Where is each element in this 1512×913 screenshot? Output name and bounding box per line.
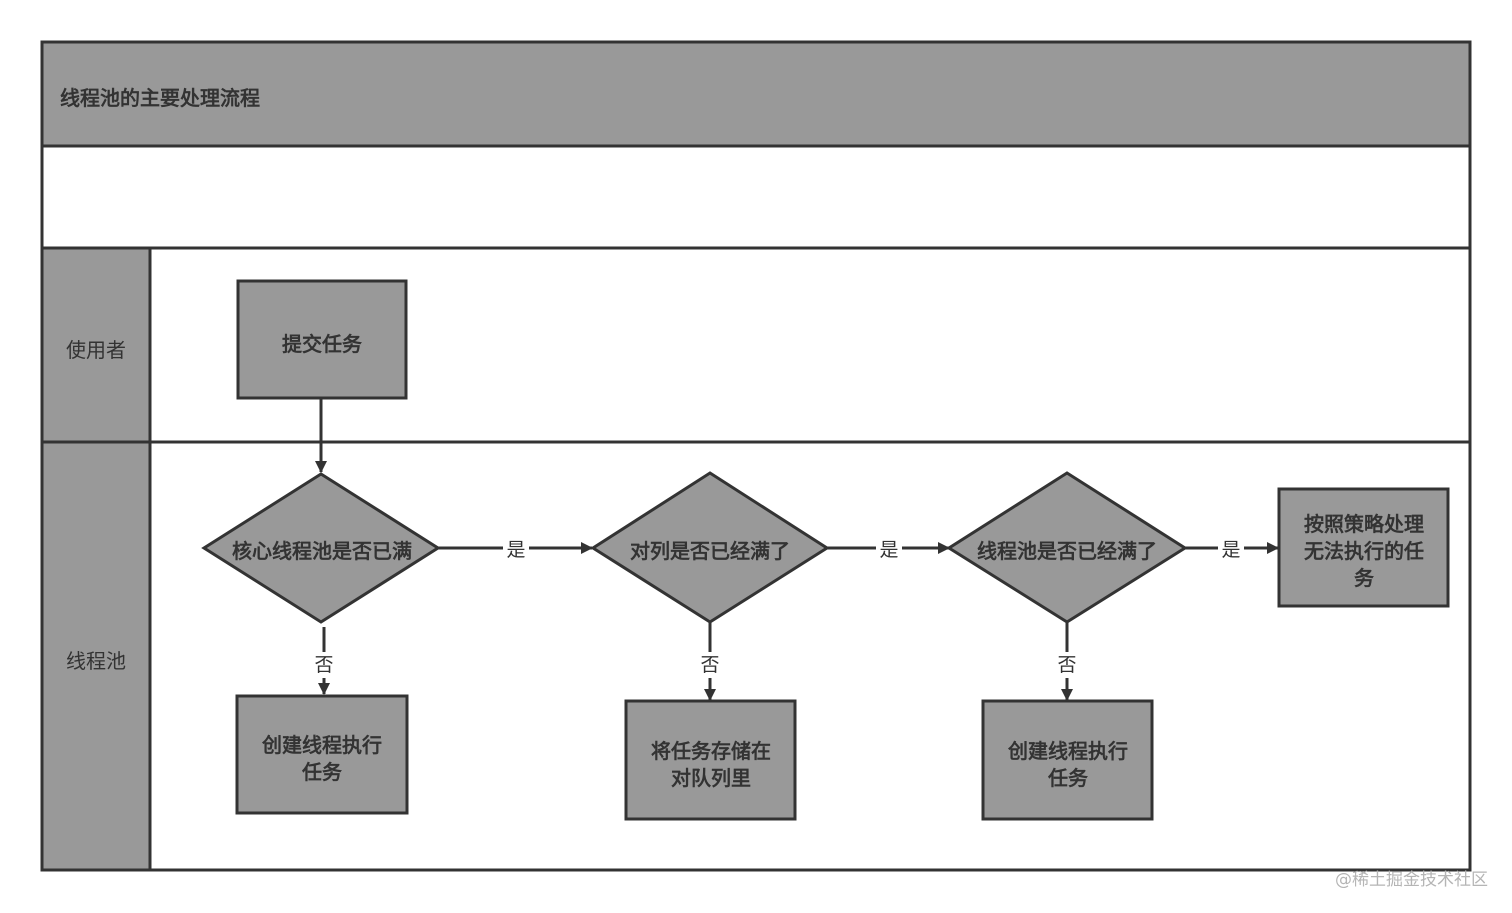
edge-label-bg-pool-yes: [1218, 536, 1244, 562]
edge-label-bg-core-yes: [503, 536, 529, 562]
node-pool-full-shape: [946, 471, 1188, 624]
node-store-queue: 将任务存储在 对队列里: [624, 699, 797, 821]
edge-label-bg-pool-no: [1055, 652, 1080, 678]
node-create-thread-line-1: 创建线程执行: [1007, 739, 1128, 763]
edge-label-queue-yes: 是: [879, 539, 898, 561]
watermark: @稀土掘金技术社区: [1335, 870, 1488, 890]
diagram-title: 线程池的主要处理流程: [60, 86, 260, 110]
node-create-core-thread-shape: [235, 694, 409, 815]
node-create-core-thread: 创建线程执行 任务: [235, 694, 409, 815]
edge-label-core-no: 否: [314, 654, 333, 676]
node-reject-policy: 按照策略处理 无法执行的任 务: [1277, 487, 1450, 608]
node-reject-policy-line-2: 无法执行的任: [1304, 539, 1424, 563]
node-create-core-thread-line-2: 任务: [301, 760, 343, 784]
edge-label-pool-yes: 是: [1221, 539, 1240, 561]
blank-band: [40, 144, 1472, 250]
node-pool-full: 线程池是否已经满了: [946, 471, 1188, 624]
node-submit-task: 提交任务: [236, 279, 408, 400]
edge-label-bg-core-no: [312, 652, 337, 678]
node-create-thread: 创建线程执行 任务: [981, 699, 1154, 821]
node-reject-policy-line-3: 务: [1354, 566, 1375, 590]
node-reject-policy-shape: [1277, 487, 1450, 608]
node-pool-full-line-1: 线程池是否已经满了: [977, 539, 1157, 563]
node-reject-policy-line-1: 按照策略处理: [1304, 512, 1424, 536]
node-store-queue-shape: [624, 699, 797, 821]
edge-label-bg-queue-no: [698, 652, 723, 678]
node-queue-full-line-1: 对列是否已经满了: [630, 539, 790, 563]
pool-lane-label-cell: [40, 440, 152, 872]
node-submit-task-line-1: 提交任务: [282, 332, 363, 356]
node-create-thread-line-2: 任务: [1047, 766, 1089, 790]
node-core-full-shape: [201, 472, 441, 624]
node-queue-full: 对列是否已经满了: [590, 471, 830, 624]
node-store-queue-line-1: 将任务存储在: [651, 739, 771, 763]
node-submit-task-shape: [236, 279, 408, 400]
node-store-queue-line-2: 对队列里: [671, 766, 751, 790]
edge-label-bg-queue-yes: [876, 536, 902, 562]
edges: 是 是 是 否 否 否: [312, 398, 1279, 701]
node-create-core-thread-line-1: 创建线程执行: [261, 733, 382, 757]
edge-label-core-yes: 是: [506, 539, 525, 561]
node-create-thread-shape: [981, 699, 1154, 821]
node-core-full: 核心线程池是否已满: [201, 472, 441, 624]
lane-label-pool: 线程池: [66, 649, 126, 673]
edge-label-queue-no: 否: [700, 654, 719, 676]
header-band: [40, 40, 1472, 148]
lane-label-user: 使用者: [66, 338, 126, 362]
node-queue-full-shape: [590, 471, 830, 624]
edge-label-pool-no: 否: [1057, 654, 1076, 676]
node-core-full-line-1: 核心线程池是否已满: [232, 539, 412, 563]
